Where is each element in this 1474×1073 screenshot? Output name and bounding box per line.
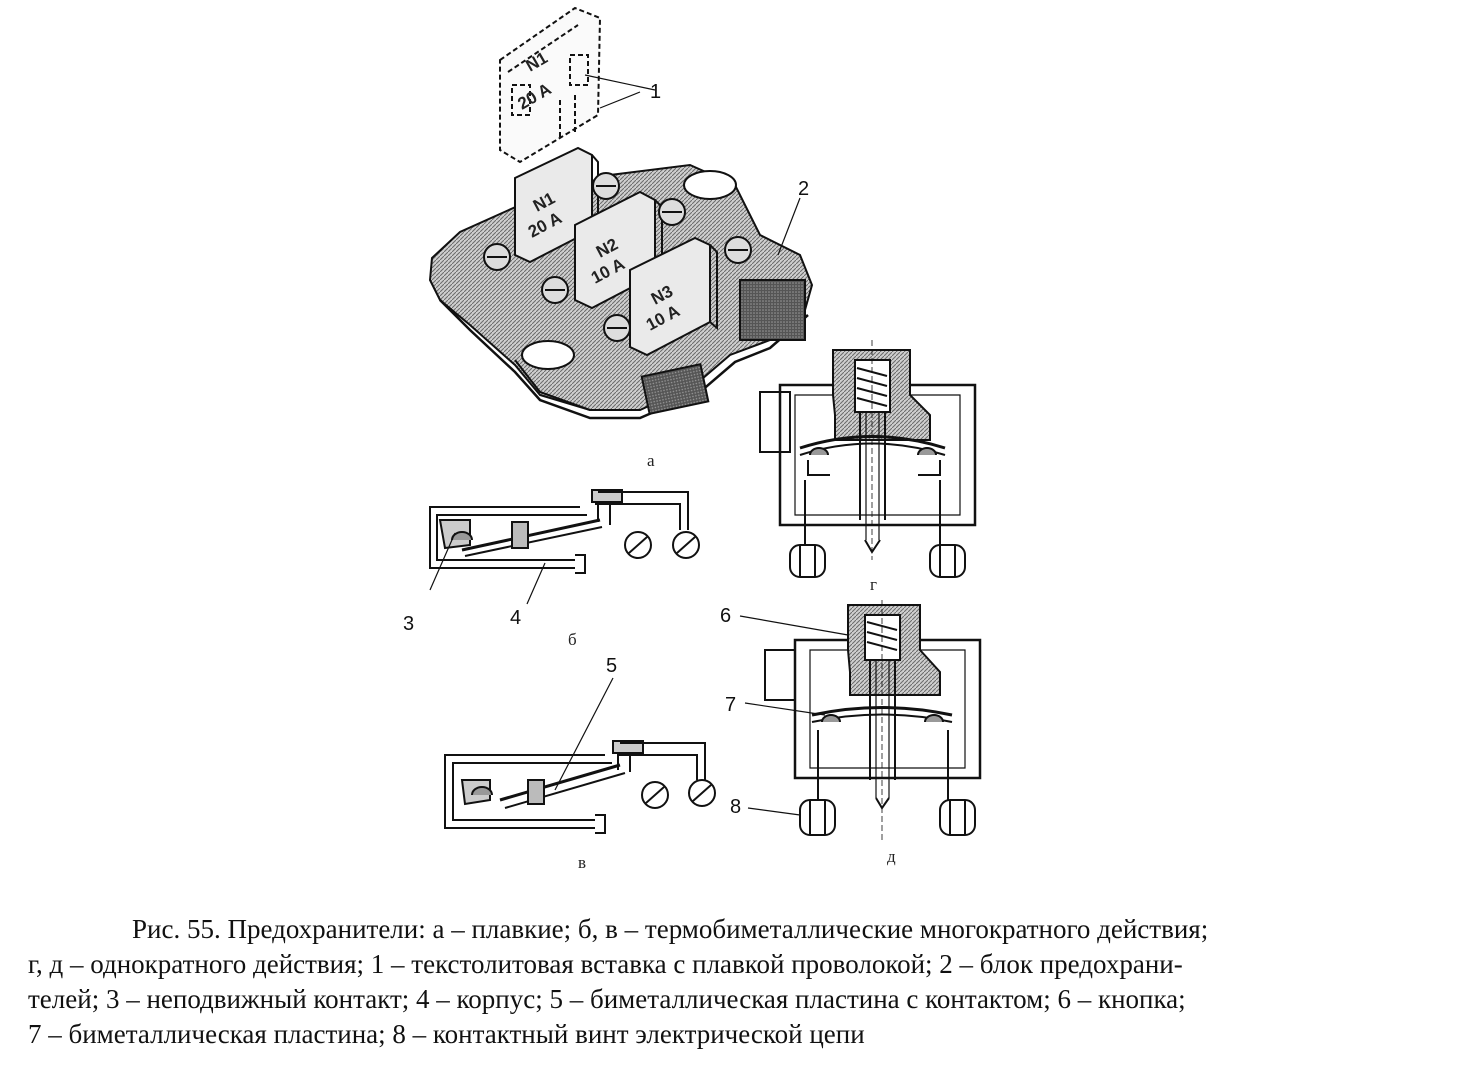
sublabel-g: г [870,575,877,594]
sublabel-d: д [887,847,896,866]
fuse-insert-removed [499,6,602,164]
caption-line-3: телей; 3 – неподвижный контакт; 4 – корп… [28,984,1186,1014]
fuse-insert-3 [629,236,718,357]
caption-line-1: Рис. 55. Предохранители: а – плавкие; б,… [132,914,1209,944]
sublabel-v: в [578,853,586,872]
callout-6: 6 [720,605,731,627]
callout-5: 5 [606,655,617,677]
bimetallic-fuse-open [444,677,716,834]
callout-8: 8 [730,796,741,818]
sublabel-b: б [568,630,577,649]
callout-3: 3 [403,613,414,635]
terminal-screws [483,172,752,342]
single-action-fuse-tripped [739,600,982,840]
fuse-block-illustration: N1 20 A N1 20 A N2 10 A N3 10 A [428,6,814,420]
mounting-hole-bottom [521,340,575,370]
callout-7: 7 [725,694,736,716]
mounting-hole-top [683,170,737,200]
figure-caption: Рис. 55. Предохранители: а – плавкие; б,… [28,912,1448,1052]
callout-2: 2 [798,178,809,200]
single-action-fuse-closed [759,340,977,578]
callout-4: 4 [510,607,521,629]
caption-line-2: г, д – однократного действия; 1 – тексто… [28,949,1183,979]
sublabel-a: а [647,451,655,470]
caption-line-4: 7 – биметаллическая пластина; 8 – контак… [28,1019,865,1049]
callout-1: 1 [650,81,661,103]
bimetallic-fuse-closed [429,489,700,605]
